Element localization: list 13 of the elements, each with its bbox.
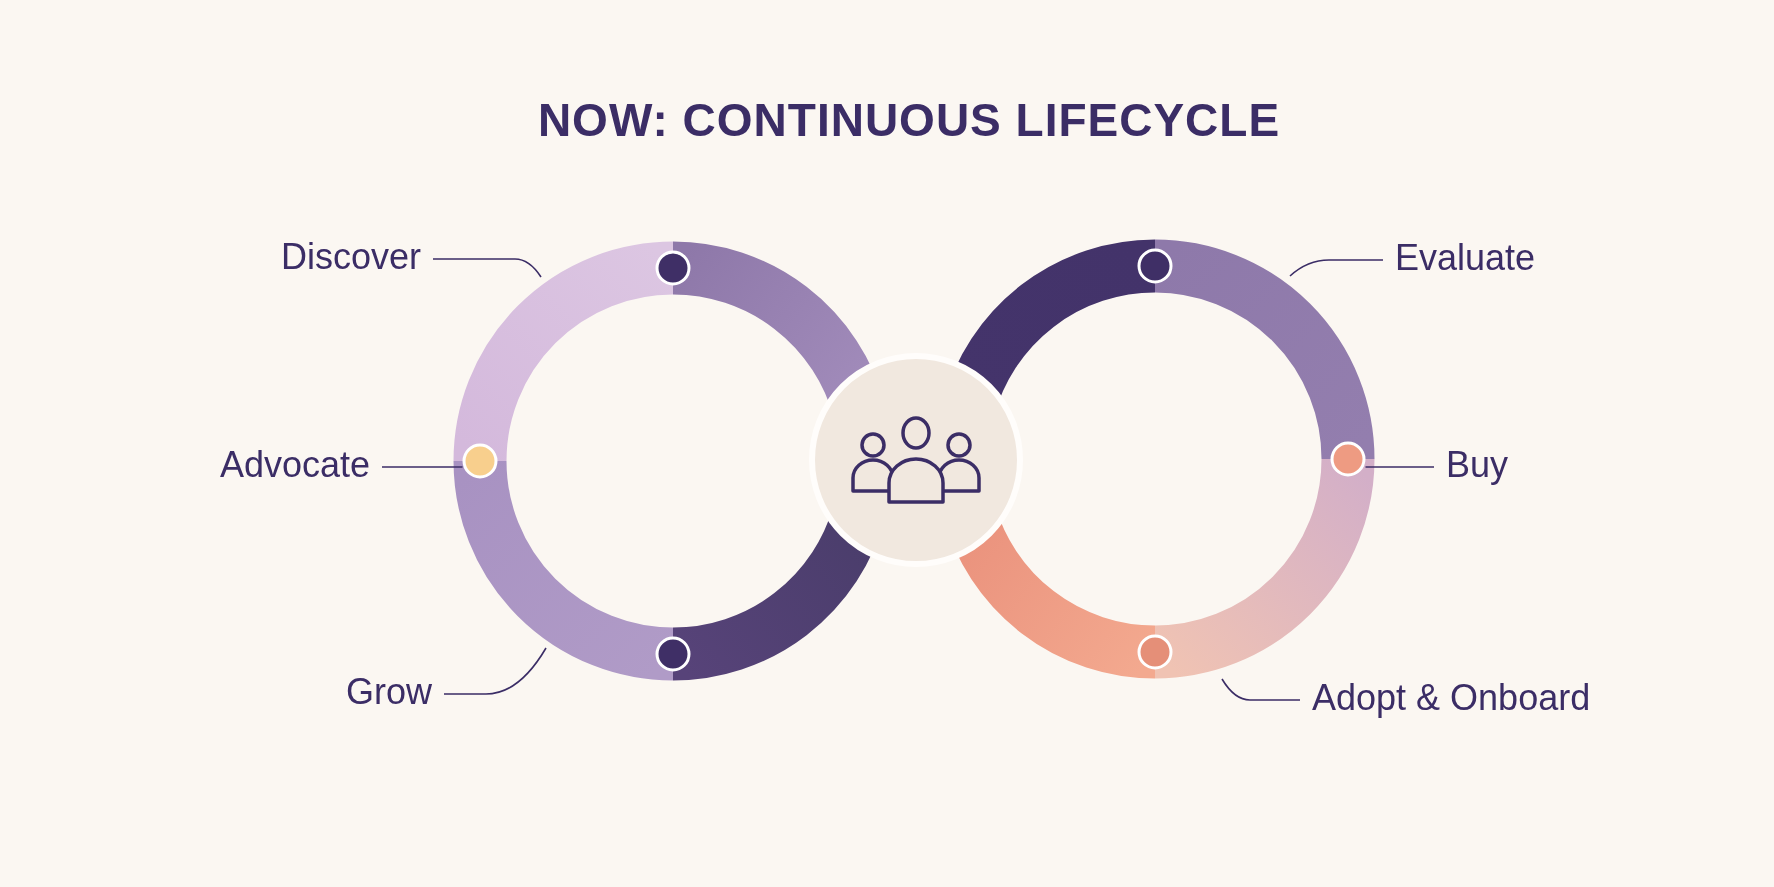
leader-line [1289, 259, 1384, 277]
stage-label: Adopt & Onboard [1300, 676, 1591, 720]
leader-line [381, 466, 464, 468]
stage-label: Discover [280, 235, 433, 279]
title: NOW: CONTINUOUS LIFECYCLE [537, 93, 1281, 147]
leader-line [1364, 466, 1435, 468]
leader-line [432, 258, 542, 278]
leader-line [1221, 678, 1301, 701]
stage-label: Buy [1434, 443, 1509, 487]
leader-line [443, 647, 547, 695]
stage-label: Advocate [219, 443, 382, 487]
stage-label: Grow [346, 670, 444, 714]
stage-label: Evaluate [1383, 236, 1536, 280]
